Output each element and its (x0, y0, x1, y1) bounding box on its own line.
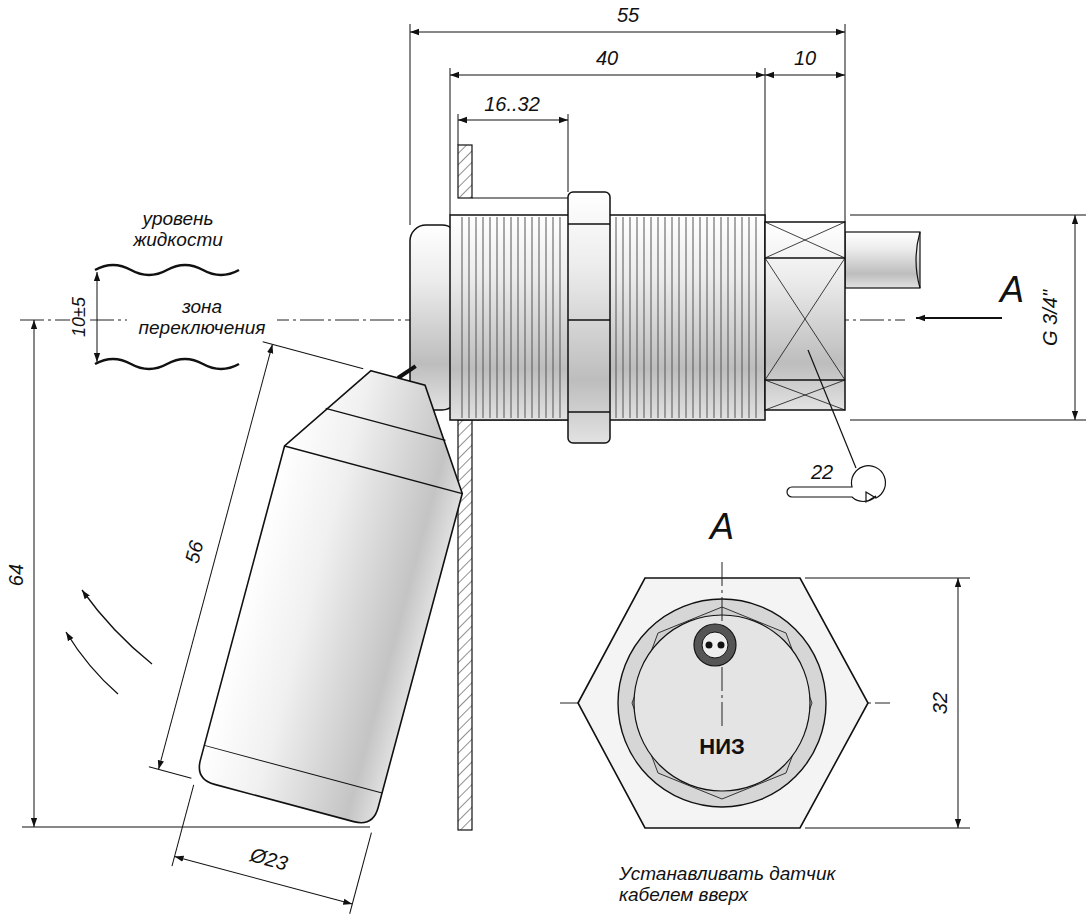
dimension-value: 10±5 (70, 295, 90, 339)
thread-line (462, 217, 463, 418)
thread-line (476, 217, 477, 418)
float (126, 326, 491, 913)
dimension-55 (410, 24, 845, 225)
thread-line (518, 217, 519, 418)
thread-line (553, 217, 554, 418)
wrench-callout (787, 350, 885, 502)
thread-line (623, 217, 624, 418)
view-letter: A (998, 270, 1026, 310)
thread-line (742, 217, 743, 418)
thread-line (749, 217, 750, 418)
view-letter: A (708, 507, 736, 547)
thread-line (651, 217, 652, 418)
thread-line (560, 217, 561, 418)
dimension-value: Ø23 (246, 843, 292, 875)
thread-line (546, 217, 547, 418)
thread-line (665, 217, 666, 418)
view-a (560, 562, 890, 828)
thread-line (497, 217, 498, 418)
thread-line (679, 217, 680, 418)
wrench-size: 22 (809, 461, 835, 483)
install-note: Устанавливать датчик кабелем вверх (617, 864, 853, 906)
thread-line (658, 217, 659, 418)
dimension-value: 32 (929, 690, 951, 716)
dimension-40-10 (450, 68, 845, 222)
thread-line (644, 217, 645, 418)
thread-line (511, 217, 512, 418)
dimension-32 (805, 578, 970, 828)
thread-line (532, 217, 533, 418)
zone-note: зона переключения (127, 297, 277, 339)
sensor-housing (410, 192, 920, 443)
thread-line (490, 217, 491, 418)
dimension-value: 64 (5, 562, 27, 588)
thread-line (693, 217, 694, 418)
level-note: уровень жидкости (119, 209, 237, 251)
thread-line (728, 217, 729, 418)
thread-line (630, 217, 631, 418)
thread-line (504, 217, 505, 418)
thread-line (700, 217, 701, 418)
thread-line (525, 217, 526, 418)
dimension-thread (850, 215, 1086, 420)
thread-line (469, 217, 470, 418)
thread-line (721, 217, 722, 418)
thread-line (483, 217, 484, 418)
thread-line (616, 217, 617, 418)
swing-arrows (66, 590, 152, 694)
dimension-16-32 (458, 114, 568, 192)
thread-line (637, 217, 638, 418)
dimension-value: 16..32 (482, 93, 542, 115)
face-marking: НИЗ (697, 735, 746, 759)
dimension-value: 40 (594, 47, 620, 69)
thread-line (735, 217, 736, 418)
thread-line (756, 217, 757, 418)
switch-zone-dimension (97, 272, 98, 362)
thread-line (714, 217, 715, 418)
thread-line (707, 217, 708, 418)
thread-size: G 3/4" (1039, 288, 1061, 348)
dimension-value: 56 (180, 536, 208, 567)
thread-line (672, 217, 673, 418)
view-arrow (916, 317, 1002, 319)
thread-line (686, 217, 687, 418)
dimension-value: 10 (792, 47, 818, 69)
dimension-value: 55 (615, 4, 641, 26)
thread-line (539, 217, 540, 418)
